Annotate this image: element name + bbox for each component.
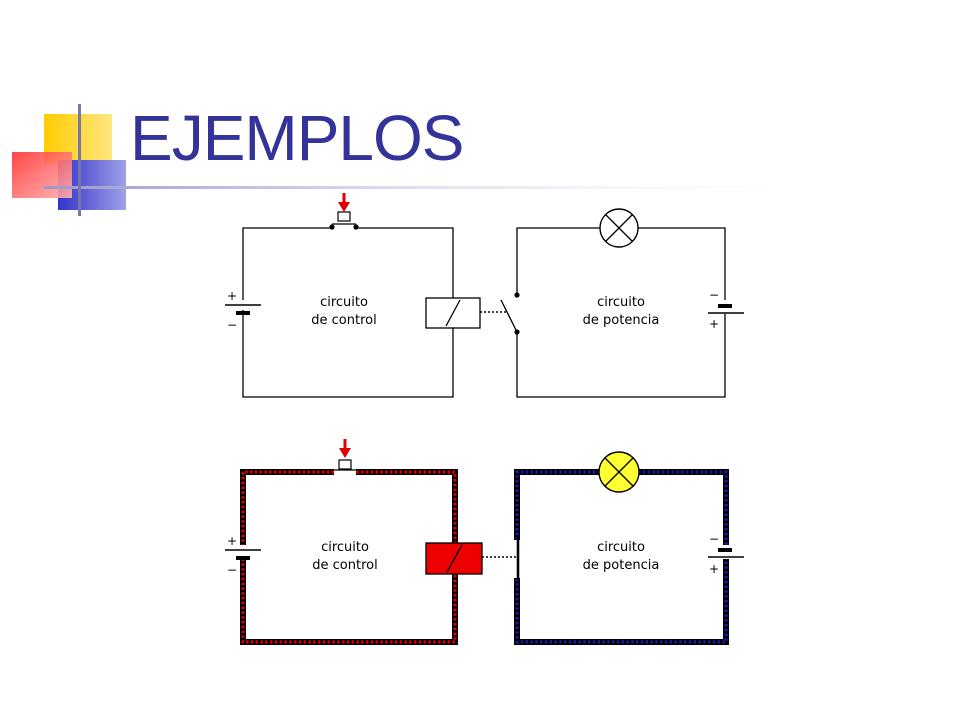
- diagram-relay-on: + − circuito de control: [225, 439, 744, 645]
- minus-sign: −: [227, 563, 237, 577]
- lamp-off-icon: [599, 208, 639, 248]
- control-battery: + −: [225, 534, 261, 577]
- minus-sign: −: [709, 532, 719, 546]
- press-arrow-icon: [338, 193, 350, 212]
- control-circuit-label-line1: circuito: [321, 540, 369, 555]
- control-battery: + −: [225, 289, 261, 332]
- power-wire-loop: [516, 227, 600, 295]
- power-circuit-label-line1: circuito: [597, 540, 645, 555]
- plus-sign: +: [227, 289, 237, 303]
- power-wire-loop-active: [514, 469, 729, 645]
- slide-title: EJEMPLOS: [130, 102, 464, 174]
- power-circuit-label-line2: de potencia: [583, 313, 660, 328]
- control-circuit-label-line1: circuito: [320, 295, 368, 310]
- control-wire-loop-active: [240, 469, 458, 645]
- deco-vertical-line: [78, 104, 81, 216]
- power-battery: − +: [708, 532, 744, 576]
- deco-red-square: [12, 152, 72, 198]
- deco-horizontal-line: [44, 186, 864, 189]
- minus-sign: −: [227, 318, 237, 332]
- plus-sign: +: [709, 562, 719, 576]
- power-battery: − +: [708, 288, 744, 331]
- minus-sign: −: [709, 288, 719, 302]
- lamp-on-icon: [598, 451, 640, 493]
- control-circuit-label-line2: de control: [312, 558, 377, 573]
- power-circuit-label-line1: circuito: [597, 295, 645, 310]
- diagram-relay-off: + − circuito de control: [225, 193, 744, 398]
- relay-coil: [425, 297, 481, 329]
- control-circuit-label-line2: de control: [311, 313, 376, 328]
- power-circuit-label-line2: de potencia: [583, 558, 660, 573]
- plus-sign: +: [227, 534, 237, 548]
- relay-switch-open: [500, 292, 520, 335]
- push-button: [329, 211, 359, 230]
- plus-sign: +: [709, 317, 719, 331]
- press-arrow-icon: [339, 439, 351, 458]
- relay-coil-energized: [425, 542, 483, 575]
- push-button-pressed: [332, 459, 358, 471]
- control-wire-loop: [242, 227, 454, 398]
